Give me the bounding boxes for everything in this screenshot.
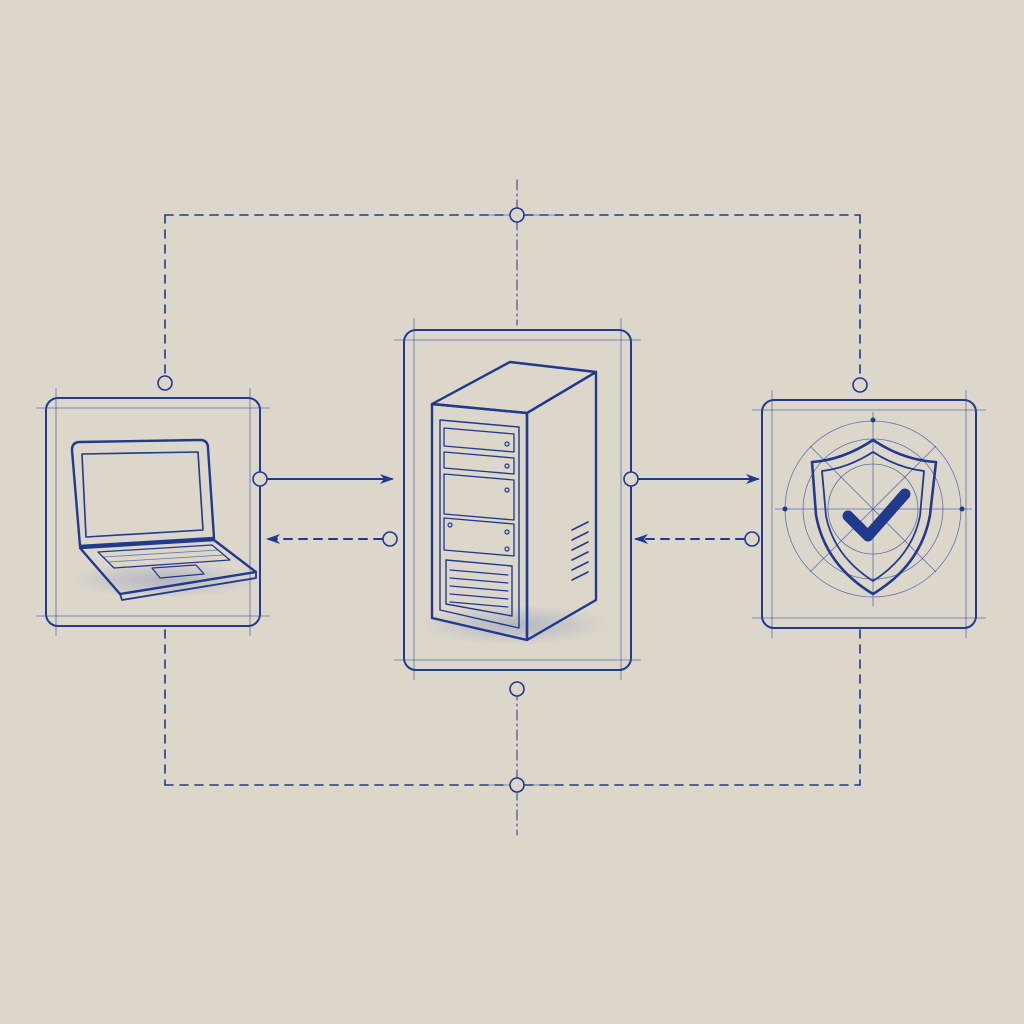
server-node[interactable] [382, 318, 641, 680]
outer-dashed-frame [157, 179, 868, 836]
server-port-out [623, 471, 639, 487]
frame-junction-bottom [509, 777, 525, 793]
frame-junction-top [509, 207, 525, 223]
client-node[interactable] [36, 388, 270, 636]
frame-junction-server-bottom [509, 681, 525, 697]
frame-junction-left [157, 375, 173, 391]
security-node[interactable] [744, 390, 986, 638]
laptop-icon [70, 438, 260, 601]
security-port-in [744, 531, 760, 547]
client-port-out [252, 471, 268, 487]
shield-check-icon [775, 412, 972, 606]
server-tower-icon [420, 360, 610, 645]
frame-junction-right [852, 377, 868, 393]
server-port-in [382, 531, 398, 547]
